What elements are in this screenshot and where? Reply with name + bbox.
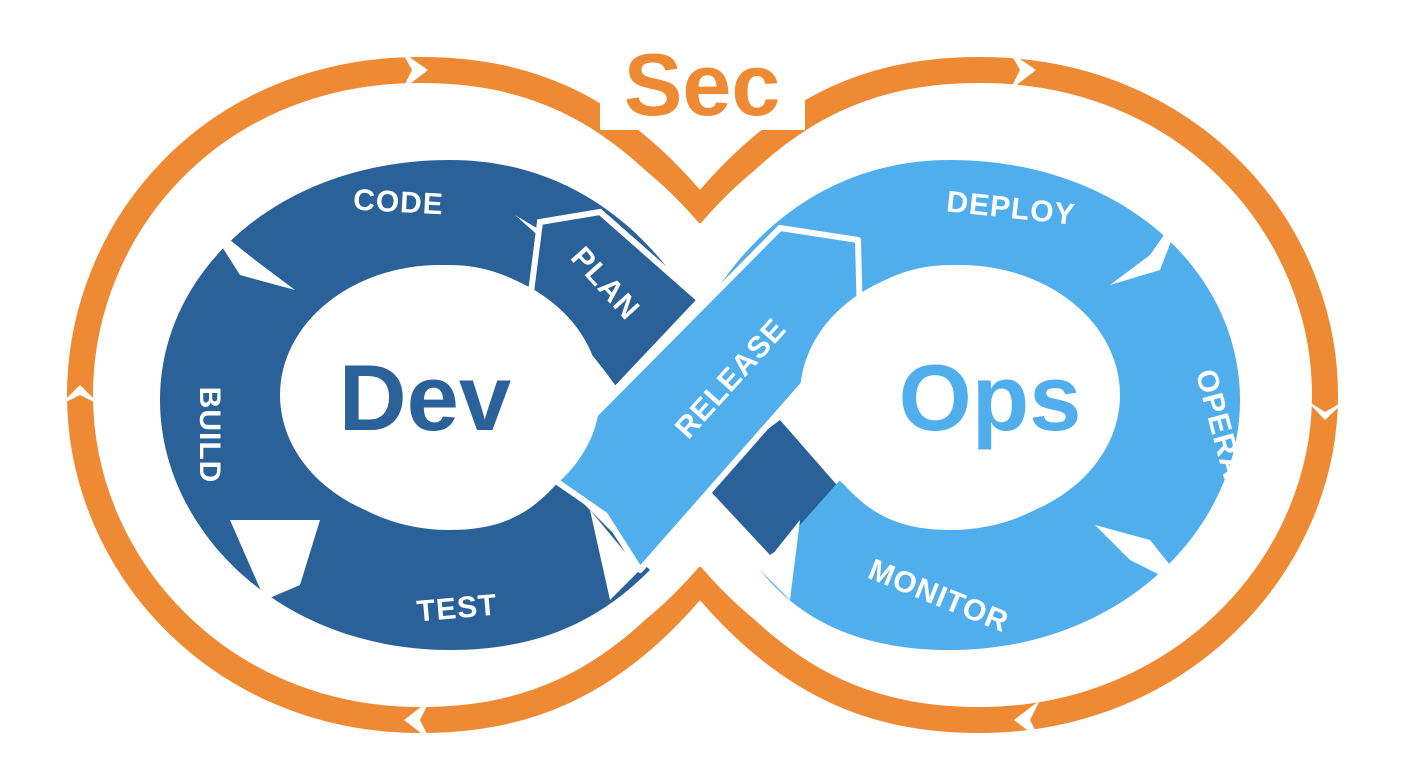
ring-gap (106, 96, 1299, 694)
label-build: BUILD (193, 387, 226, 484)
chevron-right (1306, 400, 1346, 420)
ops-word: Ops (899, 345, 1082, 450)
sec-ring-band (67, 57, 1338, 733)
dev-word: Dev (339, 345, 511, 450)
divider-operate-monitor (1095, 525, 1190, 590)
divider-monitor-crossing (760, 520, 800, 600)
sec-ring-chevrons (60, 52, 1346, 740)
sec-outer-ring (60, 52, 1346, 740)
chevron-top-left (402, 52, 428, 90)
dev-center-circle (280, 265, 600, 525)
label-code: CODE (352, 184, 444, 222)
divider-deploy-operate (1110, 205, 1185, 285)
sec-title-backing (600, 40, 805, 130)
label-test: TEST (416, 589, 499, 629)
divider-code-build (205, 220, 295, 290)
chevron-left (60, 385, 100, 405)
ops-center-circle (800, 265, 1120, 525)
chevron-top-right (1010, 52, 1036, 90)
chevron-bottom-right (1014, 700, 1040, 740)
sec-title: Sec (624, 35, 781, 134)
divider-build-test (230, 520, 320, 600)
divider-test-release (590, 510, 640, 600)
chevron-bottom-left (404, 700, 430, 740)
